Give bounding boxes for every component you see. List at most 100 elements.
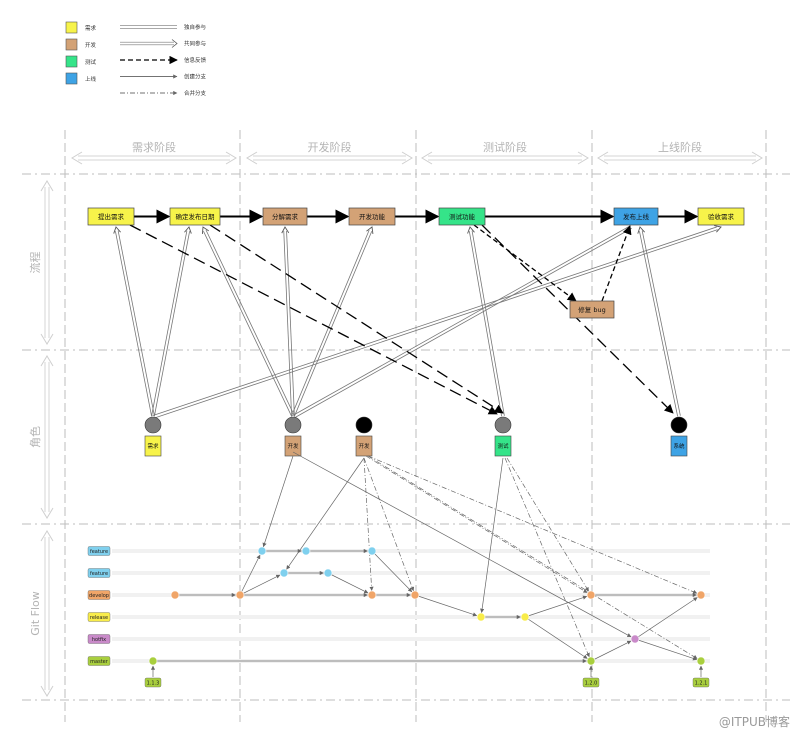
feedback-ceshi-bug [473,224,577,302]
tag-label-2: 1.2.1 [695,681,708,687]
commit-h1 [630,634,640,644]
row-label-process: 流程 [28,252,42,274]
phase-headers: 需求阶段 开发阶段 测试阶段 上线阶段 [71,140,763,165]
commit-d2 [235,590,245,600]
commit-d5 [586,590,596,600]
role-edge-kaifa-queding [205,229,295,416]
git-edge-m2-h1 [590,640,632,662]
grid-lines [22,130,790,722]
phase-label-2: 测试阶段 [483,140,527,154]
role-label-r-xitong: 系统 [673,442,685,450]
branch-label-box-5 [87,656,111,666]
git-edge-h1-d6 [634,597,698,640]
role-body-r-xitong [670,435,688,457]
branch-label-0: feature [90,549,108,555]
process-node-kaifa [348,207,396,226]
branch-label-box-4 [87,634,111,644]
commit-d3 [367,590,377,600]
git-edge-r2-m2 [524,616,588,659]
feedback-ceshi-xitong [481,224,674,414]
role-git-kaifa1-h1 [292,451,632,638]
role-label-r-ceshi: 测试 [497,442,509,450]
process-node-fabu [613,207,659,226]
role-edge-xuqiu-queding [153,231,191,417]
process-node-label-queding: 确定发布日期 [176,212,216,221]
process-node-tichu [87,207,135,226]
feedback-tichu-ceshi [129,224,498,415]
legend-role-label-1: 开发 [85,41,97,49]
role-git-kaifa2-g1 [286,457,365,570]
legend-line-label-0: 独自参与 [184,23,206,31]
legend-swatch-1 [65,38,78,51]
tag-box-0 [144,677,162,688]
branch-label-2: develop [89,593,109,599]
legend-swatch-3 [65,72,78,85]
process-node-label-fabu: 发布上线 [623,212,650,221]
commit-m2 [586,656,596,666]
row-label-gitflow: Git Flow [29,591,42,636]
branch-label-5: master [90,659,109,665]
role-git-ceshi-d5 [506,457,589,592]
process-node-label-fenjie: 分解需求 [272,212,299,221]
phase-label-1: 开发阶段 [308,140,352,154]
git-edge-d4-r1 [414,594,478,617]
tag-box-2 [692,677,710,688]
branch-label-3: release [90,615,108,621]
role-git-ceshi-r1 [480,457,504,613]
commit-m3 [696,656,706,666]
role-git-kaifa2-d3 [363,457,374,591]
commit-d6 [696,590,706,600]
role-head-r-xuqiu [144,416,162,434]
role-edge-ceshi-ceshi [471,230,505,416]
role-label-r-kaifa1: 开发 [287,442,299,450]
git-edge-g2-d3 [327,572,369,594]
legend-line-label-1: 共同参与 [184,40,206,48]
commit-f1 [257,546,267,556]
process-node-fenjie [262,207,308,226]
role-nodes: 需求开发开发测试系统 [144,416,688,457]
role-git-kaifa2-d4 [363,457,415,592]
legend-line-label-2: 信息反馈 [184,56,207,64]
role-git-kaifa1-f1 [262,455,294,548]
commit-f3 [367,546,377,556]
commit-d4 [410,590,420,600]
process-node-yanshou [697,207,745,226]
branch-label-box-3 [87,612,111,622]
connectors [113,209,722,419]
branch-label-4: hotfix [92,637,106,643]
phase-label-3: 上线阶段 [658,140,702,154]
commit-g1 [279,568,289,578]
role-edge-kaifa-fenjie [286,230,295,416]
feedback-bug-fabu [601,225,632,302]
process-nodes: 提出需求确定发布日期分解需求开发功能测试功能发布上线验收需求修复 bug [87,207,745,319]
legend-line-label-4: 合并分支 [184,89,207,97]
git-flow: feature feature develop release hotfix master… [87,451,710,688]
process-node-label-kaifa: 开发功能 [359,212,386,221]
legend-swatch-0 [65,21,78,34]
branch-label-1: feature [90,571,108,577]
commit-r2 [520,612,530,622]
watermark: @ITPUB博客 [719,714,790,729]
process-node-label-bug: 修复 bug [578,305,605,314]
legend-line-label-3: 创建分支 [184,73,207,81]
phase-label-0: 需求阶段 [132,140,176,154]
process-node-label-ceshi: 测试功能 [449,212,476,221]
tag-label-0: 1.1.3 [147,681,160,687]
role-git-ceshi-m2 [504,457,590,658]
branch-label-box-0 [87,546,111,556]
role-edge-xitong-fabu [641,230,681,416]
git-edge-f3-d4 [371,550,413,593]
role-label-r-kaifa2: 开发 [358,442,370,450]
legend-swatch-2 [65,55,78,68]
role-body-r-kaifa2 [355,435,373,457]
role-git-kaifa2-m3 [367,455,698,659]
commit-f2 [301,546,311,556]
git-edge-d2-f1 [239,554,261,596]
role-head-r-kaifa2 [355,416,373,434]
role-head-r-ceshi [494,416,512,434]
process-node-label-tichu: 提出需求 [98,212,125,221]
